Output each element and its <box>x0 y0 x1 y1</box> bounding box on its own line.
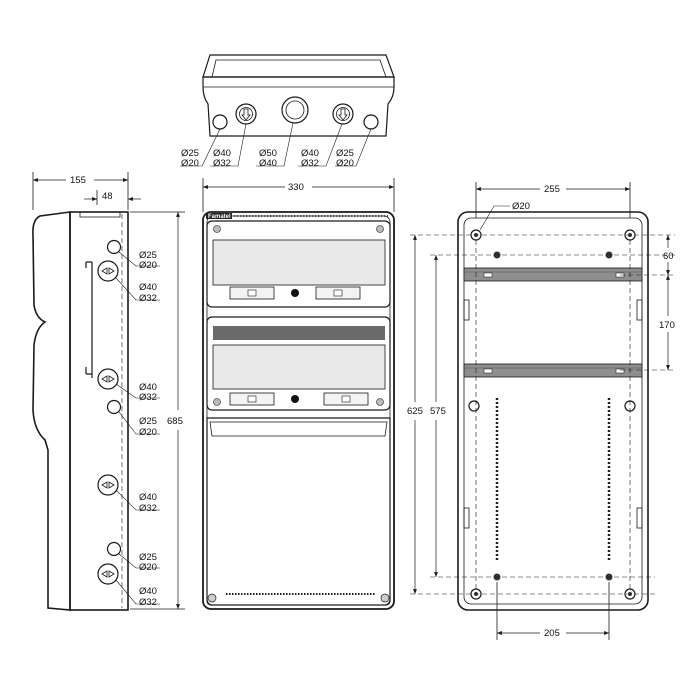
top-label-5: Ø50 <box>259 148 277 159</box>
side-depth-dimension: 155 <box>70 175 86 186</box>
back-top-spacing-dimension: 255 <box>544 184 560 195</box>
side-label-10: Ø32 <box>139 503 157 514</box>
side-label-6: Ø32 <box>139 392 157 403</box>
top-label-7: Ø40 <box>301 148 319 159</box>
back-rail-spacing-dimension: 170 <box>659 320 675 331</box>
side-label-3: Ø40 <box>139 282 157 293</box>
back-view: 255 Ø20 <box>407 182 675 640</box>
side-view: 155 48 Ø25 Ø20 Ø40 Ø3 <box>32 172 160 611</box>
top-label-1: Ø25 <box>181 148 199 159</box>
back-outer-height-dimension: 625 <box>407 406 423 417</box>
lower-cover <box>206 417 391 606</box>
side-label-4: Ø32 <box>139 293 157 304</box>
side-offset-dimension: 48 <box>102 191 113 202</box>
top-label-4: Ø32 <box>213 158 231 169</box>
top-label-8: Ø32 <box>301 158 319 169</box>
side-label-1: Ø25 <box>139 250 157 261</box>
side-label-13: Ø40 <box>139 586 157 597</box>
side-label-7: Ø25 <box>139 416 157 427</box>
upper-socket-module <box>206 220 391 308</box>
side-label-2: Ø20 <box>139 260 157 271</box>
side-gland-ports <box>97 239 122 585</box>
brand-label: Famatel <box>208 214 231 220</box>
front-view: 330 Famatel <box>130 178 395 610</box>
top-label-2: Ø20 <box>181 158 199 169</box>
side-label-5: Ø40 <box>139 382 157 393</box>
top-gland-ports <box>212 96 379 130</box>
top-label-3: Ø40 <box>213 148 231 159</box>
back-bottom-spacing-dimension: 205 <box>544 628 560 639</box>
side-label-12: Ø20 <box>139 562 157 573</box>
side-label-14: Ø32 <box>139 597 157 608</box>
top-label-10: Ø20 <box>336 158 354 169</box>
top-view: Ø25 Ø20 Ø40 Ø32 Ø50 Ø40 Ø40 Ø32 Ø25 Ø20 <box>180 54 395 169</box>
back-inner-height-dimension: 575 <box>430 406 446 417</box>
lower-socket-module <box>206 316 391 411</box>
side-label-9: Ø40 <box>139 492 157 503</box>
side-label-11: Ø25 <box>139 552 157 563</box>
side-label-8: Ø20 <box>139 427 157 438</box>
top-label-9: Ø25 <box>336 148 354 159</box>
back-offset-dimension: 60 <box>663 251 674 262</box>
front-height-dimension: 685 <box>167 416 183 427</box>
din-rails <box>463 267 643 378</box>
front-width-dimension: 330 <box>288 182 304 193</box>
top-label-6: Ø40 <box>259 158 277 169</box>
back-hole-label: Ø20 <box>512 201 530 212</box>
